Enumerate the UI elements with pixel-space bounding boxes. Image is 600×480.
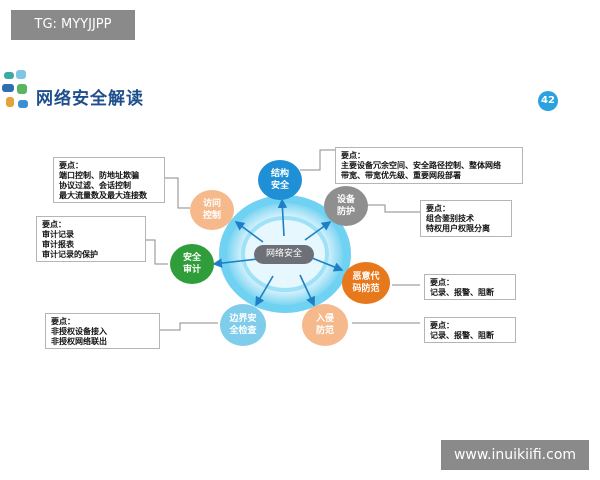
note-malware: 要点： 记录、报警、阻断 [424,274,516,300]
note-line: 非授权网络联出 [51,337,107,346]
arrow-to-access [234,221,264,243]
node-boundary-check: 边界安 全检查 [220,304,266,346]
note-line: 要点： [430,321,454,330]
note-line: 记录、报警、阻断 [430,331,494,340]
note-line: 非授权设备接入 [51,327,107,336]
note-line: 要点： [42,220,66,229]
arrow-to-audit [212,258,259,268]
note-line: 要点： [341,151,365,160]
note-line: 要点： [430,278,454,287]
laptop-icon [2,84,14,92]
note-line: 特权用户权限分离 [426,224,490,233]
server-icon [17,84,27,94]
page-number-badge: 42 [538,91,558,111]
node-structure-security: 结构 安全 [258,160,302,200]
note-line: 要点： [426,204,450,213]
note-line: 端口控制、防地址欺骗 [59,171,139,180]
note-line: 要点： [59,161,83,170]
note-line: 审计记录的保护 [42,250,98,259]
connector-device [362,204,420,213]
note-line: 审计记录 [42,230,74,239]
note-line: 审计报表 [42,240,74,249]
note-line: 主要设备冗余空间、安全路径控制、整体网络 [341,161,501,170]
monitor-icon [4,72,14,79]
slide-title: 网络安全解读 [36,89,144,109]
connector-access [162,177,190,209]
note-line: 记录、报警、阻断 [430,288,494,297]
note-intrusion: 要点： 记录、报警、阻断 [424,317,516,343]
note-audit: 要点： 审计记录 审计报表 审计记录的保护 [36,216,146,262]
arrow-to-structure [277,198,288,237]
node-security-audit: 安全 审计 [170,244,214,284]
center-label: 网络安全 [254,245,314,264]
note-structure: 要点： 主要设备冗余空间、安全路径控制、整体网络 带宽、带宽优先级、重要网段部署 [335,147,523,184]
connector-lines [144,149,420,331]
note-line: 要点： [51,317,75,326]
arrow-to-device [304,221,332,241]
arrows [212,198,344,307]
node-malware-prevention: 恶意代 码防范 [342,262,390,304]
node-device-protection: 设备 防护 [324,186,368,226]
connector-structure [300,149,335,171]
note-access: 要点： 端口控制、防地址欺骗 协议过滤、会话控制 最大流量数及最大连接数 [53,157,165,203]
watermark-url: www.inuikiifi.com [441,440,589,470]
header-decoration-icons [0,70,34,120]
arrow-to-boundary [255,275,274,307]
note-boundary: 要点： 非授权设备接入 非授权网络联出 [45,313,160,349]
connector-boundary [160,322,218,331]
note-line: 组合鉴别技术 [426,214,474,223]
database-icon [18,100,28,108]
note-line: 协议过滤、会话控制 [59,181,131,190]
node-access-control: 访问 控制 [190,190,234,230]
node-intrusion-prevention: 入侵 防范 [302,304,348,346]
note-device: 要点： 组合鉴别技术 特权用户权限分离 [420,200,512,237]
tg-overlay-label: TG: MYYJJPP [11,10,135,40]
connector-audit [144,239,168,265]
cloud-icon [16,70,26,79]
arrow-to-malware [311,257,344,272]
phone-icon [6,97,14,107]
arrow-to-intrusion [299,274,315,307]
note-line: 带宽、带宽优先级、重要网段部署 [341,171,461,180]
note-line: 最大流量数及最大连接数 [59,191,147,200]
